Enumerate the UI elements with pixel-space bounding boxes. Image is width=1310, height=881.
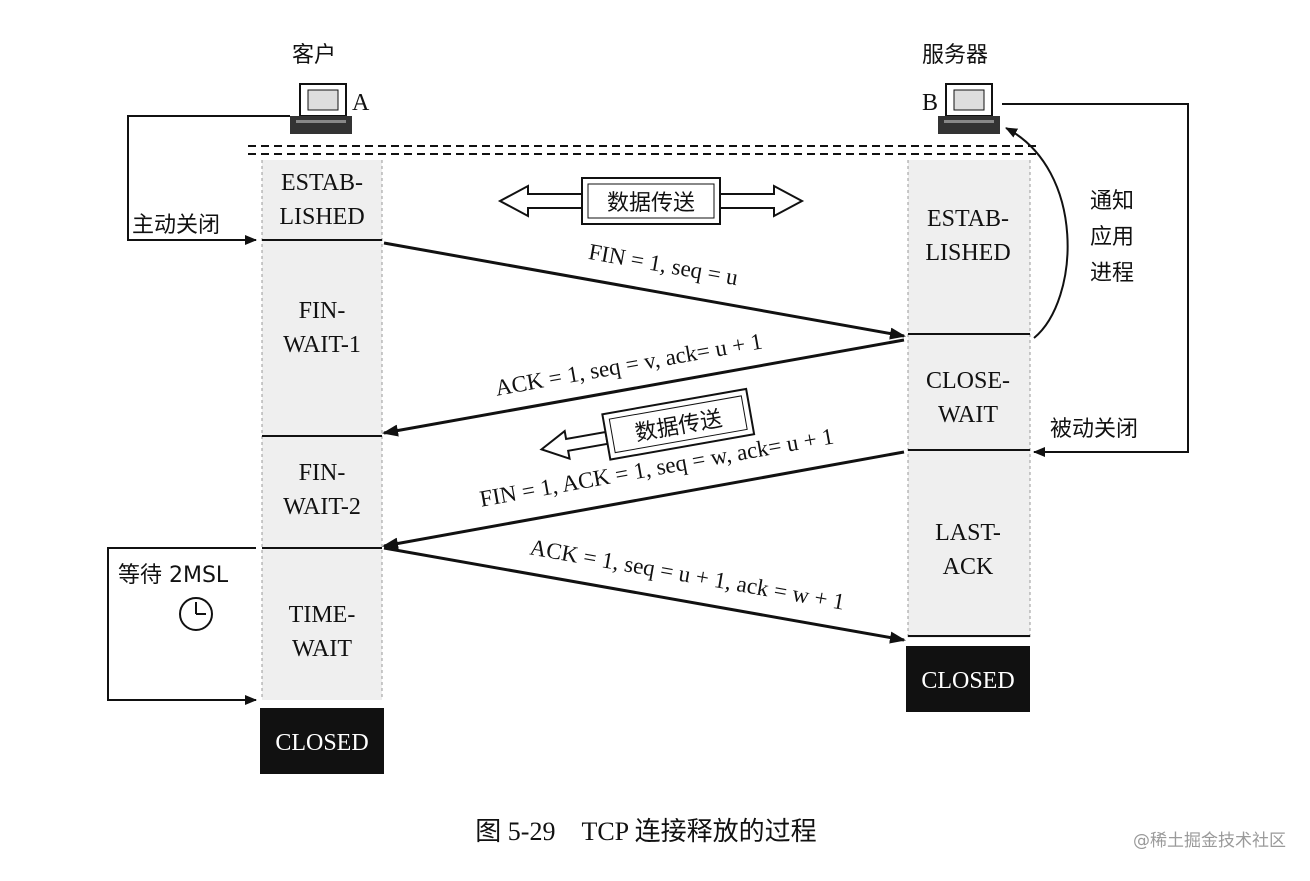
state-closed: CLOSED [921,668,1014,694]
notify-connector [1005,127,1069,339]
message-arrow [383,546,906,644]
state-time-wait: TIME- [289,602,356,628]
state-established: LISHED [279,204,364,230]
server-title: 服务器 [922,43,988,68]
state-fin-wait-1: WAIT-1 [283,332,361,358]
state-fin-wait-2: FIN- [299,460,346,486]
notify-label: 通知 [1090,189,1134,214]
notify-label: 应用 [1090,225,1134,250]
state-fin-wait-1: FIN- [299,298,346,324]
state-last-ack: ACK [943,554,994,580]
computer-icon [938,83,1000,134]
state-closed: CLOSED [275,730,368,756]
figure-caption: 图 5-29 TCP 连接释放的过程 [475,817,816,846]
wait-2msl-connector [107,547,257,705]
watermark: @稀土掘金技术社区 [1133,831,1286,851]
state-established: ESTAB- [281,170,363,196]
clock-icon [179,597,213,631]
active-close-label: 主动关闭 [132,213,220,238]
server-closed-box [906,646,1030,712]
message-arrow [383,241,906,340]
client-state-column [262,160,382,700]
state-established: LISHED [925,240,1010,266]
state-time-wait: WAIT [292,636,352,662]
server-label: B [922,90,938,116]
data-transfer-arrow [497,177,805,225]
data-transfer-label: 数据传送 [607,191,695,216]
client-label: A [352,90,370,116]
client-closed-box [260,708,384,774]
computer-icon [290,83,352,134]
state-fin-wait-2: WAIT-2 [283,494,361,520]
notify-label: 进程 [1090,261,1134,286]
state-established: ESTAB- [927,206,1009,232]
server-state-column [908,160,1030,638]
active-close-connector [127,115,290,245]
data-transfer-arrow: 数据传送 [539,387,756,461]
state-close-wait: CLOSE- [926,368,1010,394]
message-arrow [382,338,905,437]
message-arrow [382,450,905,550]
state-last-ack: LAST- [935,520,1001,546]
passive-close-connector [1002,103,1189,457]
state-close-wait: WAIT [938,402,998,428]
wait-2msl-label: 等待 2MSL [118,563,229,588]
passive-close-label: 被动关闭 [1050,417,1138,442]
client-title: 客户 [292,43,336,68]
